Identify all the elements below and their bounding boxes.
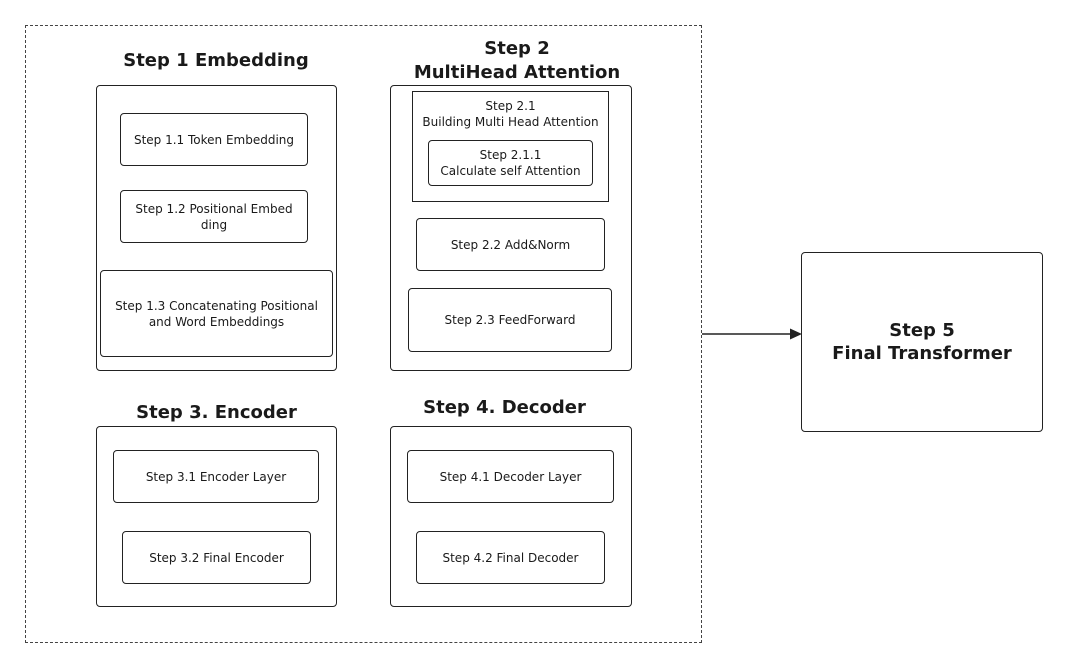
step2-title-line2: MultiHead Attention xyxy=(413,62,621,83)
step2-1-label: Step 2.1 xyxy=(485,99,536,113)
step1-2-box: Step 1.2 Positional Embed ding xyxy=(120,190,308,243)
step4-title: Step 4. Decoder xyxy=(423,397,586,418)
pipeline-container xyxy=(25,25,702,643)
step4-1-box: Step 4.1 Decoder Layer xyxy=(407,450,614,503)
step3-1-box: Step 3.1 Encoder Layer xyxy=(113,450,319,503)
step1-title: Step 1 Embedding xyxy=(123,50,309,71)
step2-1-1-box: Step 2.1.1 Calculate self Attention xyxy=(428,140,593,186)
step2-2-box: Step 2.2 Add&Norm xyxy=(416,218,605,271)
step1-3-box: Step 1.3 Concatenating Positional and Wo… xyxy=(100,270,333,357)
step4-2-box: Step 4.2 Final Decoder xyxy=(416,531,605,584)
step5-label: Step 5 xyxy=(889,320,955,341)
step2-title-line1: Step 2 xyxy=(484,38,550,59)
step5-box: Step 5 Final Transformer xyxy=(801,252,1043,432)
step3-title: Step 3. Encoder xyxy=(136,402,297,423)
step2-3-box: Step 2.3 FeedForward xyxy=(408,288,612,352)
step2-1-1-label: Step 2.1.1 xyxy=(479,148,542,162)
step2-1-1-desc: Calculate self Attention xyxy=(440,164,581,178)
step5-desc: Final Transformer xyxy=(832,343,1012,364)
step1-1-box: Step 1.1 Token Embedding xyxy=(120,113,308,166)
step2-1-desc: Building Multi Head Attention xyxy=(422,115,599,129)
step3-2-box: Step 3.2 Final Encoder xyxy=(122,531,311,584)
